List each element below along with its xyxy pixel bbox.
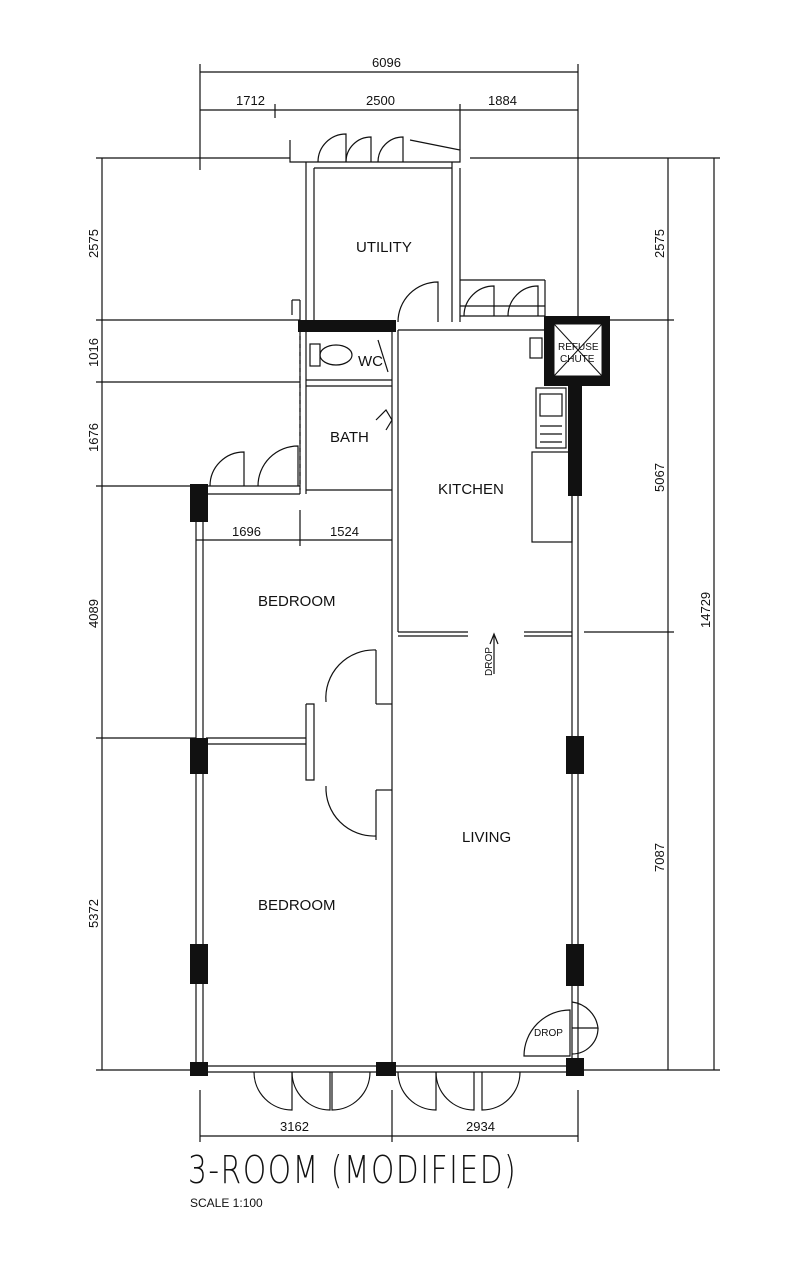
plan-title: 3-ROOM (MODIFIED)	[188, 1148, 518, 1192]
room-label-bedroom-1: BEDROOM	[258, 593, 336, 610]
dim-bottom-b: 2934	[466, 1119, 495, 1134]
dim-left-5: 5372	[86, 899, 101, 928]
dim-top-total: 6096	[372, 55, 401, 70]
dim-left-1: 2575	[86, 229, 101, 258]
plan-scale: SCALE 1:100	[190, 1196, 263, 1210]
room-label-utility: UTILITY	[356, 239, 412, 256]
room-label-bath: BATH	[330, 429, 369, 446]
drop-label-entrance: DROP	[534, 1028, 563, 1039]
dim-right-3: 7087	[652, 843, 667, 872]
drop-label-kitchen: DROP	[484, 647, 495, 676]
dim-inner-b: 1524	[330, 524, 359, 539]
room-label-bedroom-2: BEDROOM	[258, 897, 336, 914]
dim-top-b: 2500	[366, 93, 395, 108]
dim-top-c: 1884	[488, 93, 517, 108]
refuse-chute-label-1: REFUSE	[558, 342, 599, 353]
dim-left-2: 1016	[86, 338, 101, 367]
dim-right-1: 2575	[652, 229, 667, 258]
dim-bottom-a: 3162	[280, 1119, 309, 1134]
dim-left-4: 4089	[86, 599, 101, 628]
room-label-wc: WC	[358, 353, 383, 370]
room-label-kitchen: KITCHEN	[438, 481, 504, 498]
refuse-chute-label-2: CHUTE	[560, 354, 595, 365]
room-label-living: LIVING	[462, 829, 511, 846]
dim-right-total: 14729	[698, 592, 713, 628]
dim-top-a: 1712	[236, 93, 265, 108]
dim-inner-a: 1696	[232, 524, 261, 539]
dim-right-2: 5067	[652, 463, 667, 492]
dim-left-3: 1676	[86, 423, 101, 452]
